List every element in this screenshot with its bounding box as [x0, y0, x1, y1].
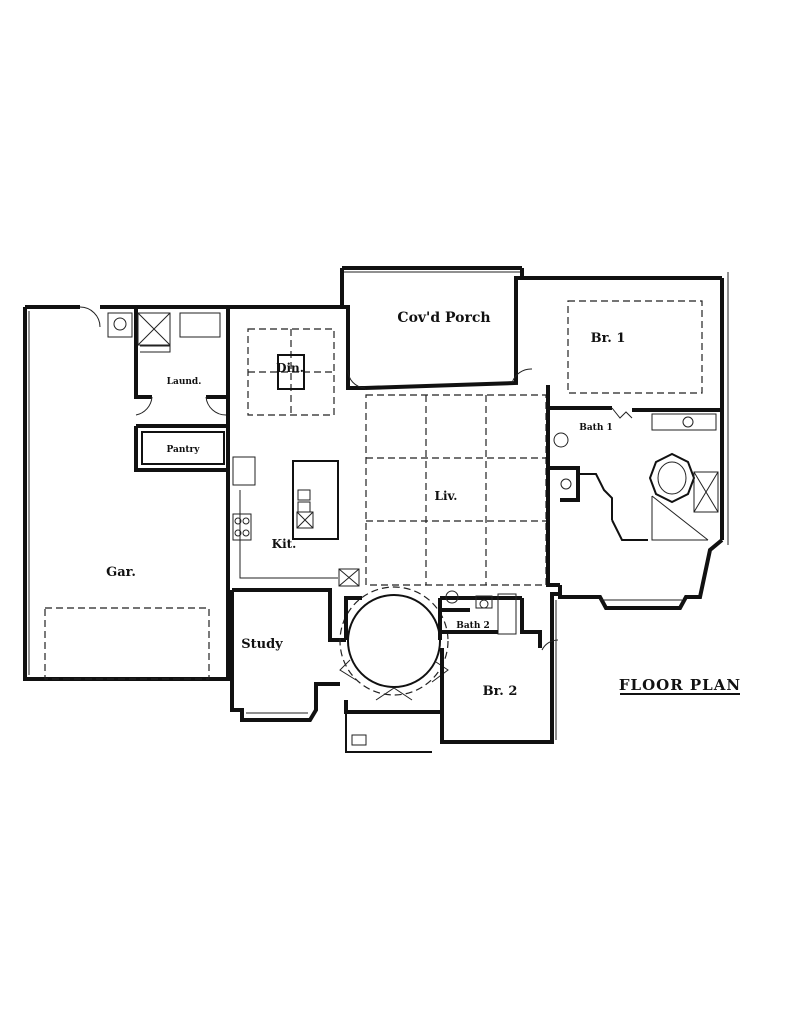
label-living: Liv.	[435, 489, 458, 503]
living-room	[365, 385, 560, 587]
label-study: Study	[241, 637, 283, 652]
label-bedroom-1: Br. 1	[591, 331, 626, 346]
garage-door	[44, 607, 210, 680]
label-garage: Gar.	[106, 565, 136, 580]
bath-1-bumpout	[558, 538, 724, 610]
label-laundry: Laund.	[167, 377, 202, 387]
bath-1	[548, 413, 719, 541]
plan-title: FLOOR PLAN	[619, 676, 741, 694]
kitchen-dining	[226, 305, 366, 590]
rotunda-entry	[339, 586, 449, 753]
label-dining: Din.	[276, 361, 304, 375]
bedroom-2	[440, 592, 560, 744]
label-pantry: Pantry	[166, 445, 200, 455]
study	[230, 588, 346, 722]
label-kitchen: Kit.	[272, 537, 297, 551]
label-bath-2: Bath 2	[456, 621, 490, 631]
label-bath-1: Bath 1	[579, 423, 613, 433]
garage	[23, 305, 230, 681]
bath-2	[440, 590, 542, 648]
bedroom-1	[514, 272, 729, 545]
laundry-pantry-block	[107, 307, 228, 472]
label-bedroom-2: Br. 2	[483, 684, 518, 699]
covered-porch	[340, 266, 533, 390]
label-covered-porch: Cov'd Porch	[397, 310, 490, 326]
